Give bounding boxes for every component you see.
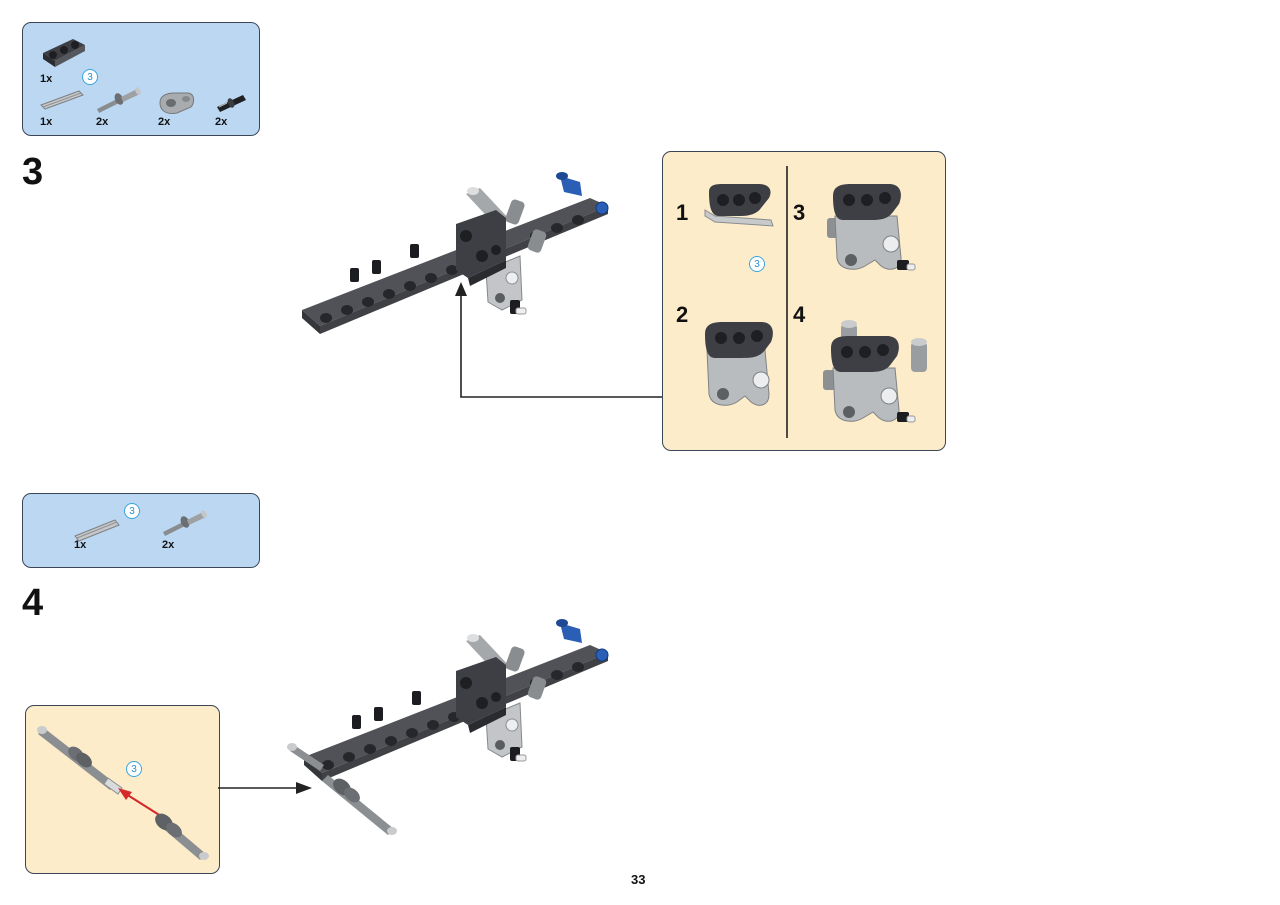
- axle-pin-part-image: [163, 510, 207, 536]
- substep-number: 2: [676, 302, 689, 327]
- substep1-illustration: [704, 184, 774, 227]
- substep-number: 4: [793, 302, 806, 327]
- step4-part-qty: 1x: [74, 539, 87, 551]
- substep-divider: [786, 166, 788, 438]
- step3-assembly-illustration: [302, 172, 609, 334]
- axle-3-part-image: [74, 519, 120, 542]
- axle-3-part-image: [40, 90, 84, 110]
- beam-3-part-image: [43, 39, 85, 67]
- substep4-illustration: [823, 320, 927, 423]
- step-number: 4: [22, 582, 44, 624]
- step3-part-qty: 1x: [40, 73, 53, 85]
- substep3-illustration: [827, 184, 916, 271]
- substep-callout-arrow: [455, 282, 663, 398]
- step4-subassembly-callout: 3: [25, 705, 220, 874]
- step4-parts-list: 3 1x 2x: [22, 493, 260, 568]
- step3-part-qty: 1x: [40, 116, 53, 128]
- page-number: 33: [631, 872, 646, 887]
- substep-number: 1: [676, 200, 689, 225]
- step3-part-qty: 2x: [158, 116, 171, 128]
- step3-parts-list: 1x 3 1x 2x 2x 2x: [22, 22, 260, 136]
- length-badge: 3: [82, 69, 98, 85]
- substep-number: 3: [793, 200, 806, 225]
- step-number: 3: [22, 151, 44, 193]
- step4-assembly-illustration: [287, 619, 609, 835]
- step3-part-qty: 2x: [215, 116, 228, 128]
- length-badge: 3: [749, 256, 765, 272]
- step3-part-qty: 2x: [96, 116, 109, 128]
- substep2-illustration: [705, 322, 773, 406]
- step3-subassembly-callout: 1 2 3 4 3: [662, 151, 946, 451]
- axle-pin-part-image: [97, 87, 141, 113]
- length-badge: 3: [126, 761, 142, 777]
- axle-connector-part-image: [159, 92, 195, 114]
- step4-subassembly-illustration: [37, 726, 209, 860]
- step4-callout-arrow: [218, 782, 312, 794]
- length-badge: 3: [124, 503, 140, 519]
- black-pin-part-image: [217, 95, 246, 112]
- step4-part-qty: 2x: [162, 539, 175, 551]
